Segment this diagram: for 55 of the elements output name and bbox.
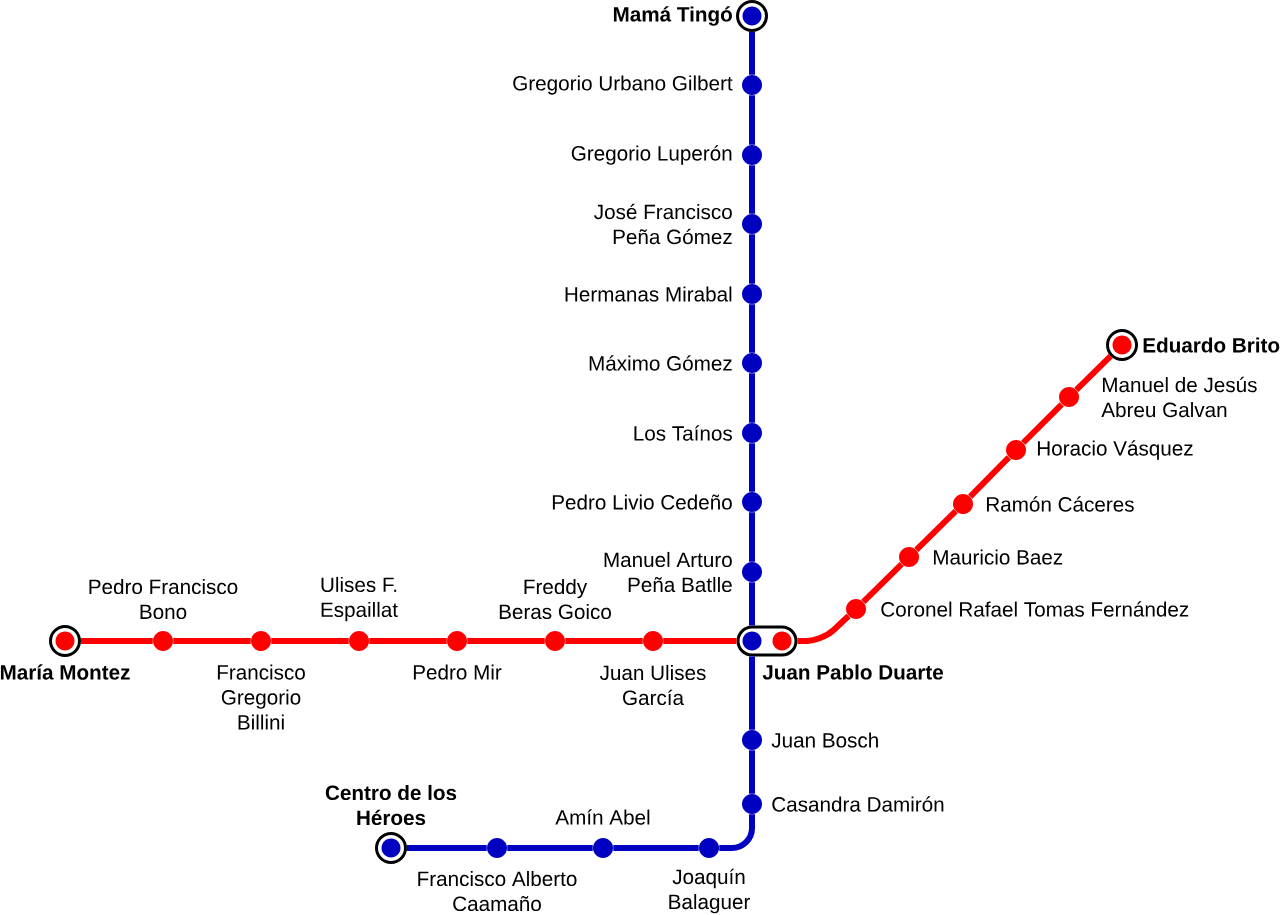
track-line: [749, 582, 755, 626]
station-name: Mauricio Baez: [933, 549, 1063, 565]
track-line: [1021, 402, 1064, 445]
track-line: [719, 814, 755, 851]
track-line: [565, 638, 643, 644]
track-line: [369, 638, 447, 644]
station-name: Pedro Francisco Bono: [89, 578, 238, 620]
station-name: Eduardo Brito: [1143, 337, 1280, 353]
track-line: [613, 845, 699, 851]
station-name: Amín Abel: [555, 809, 650, 825]
station-name: Juan Ulises García: [599, 664, 706, 706]
station-name: Gregorio Luperón: [571, 145, 732, 165]
track-line: [749, 234, 755, 284]
station-name: Centro de los Héroes: [325, 784, 457, 826]
station-name: Ramón Cáceres: [986, 496, 1134, 512]
station-name: Gregorio Urbano Gilbert: [513, 75, 733, 95]
station-name: Mamá Tingó: [613, 6, 732, 26]
station-name: José Francisco Peña Gómez: [594, 203, 732, 245]
track-line: [968, 455, 1011, 499]
track-line: [749, 750, 755, 794]
track-line: [663, 638, 737, 644]
station-name: Pedro Livio Cedeño: [552, 494, 732, 510]
track-line: [467, 638, 545, 644]
track-line: [407, 845, 487, 851]
station-name: Juan Bosch: [771, 732, 878, 748]
track-line: [507, 845, 593, 851]
track-line: [749, 373, 755, 423]
track-line: [81, 638, 153, 644]
station-name: Ulises F. Espaillat: [321, 576, 398, 622]
station-name: Joaquín Balaguer: [669, 868, 750, 914]
station-name: Los Taínos: [634, 425, 732, 441]
track-line: [914, 509, 958, 552]
station-name: Coronel Rafael Tomas Fernández: [881, 601, 1189, 617]
track-line: [749, 512, 755, 562]
station-name: Francisco Alberto Caamaño: [418, 870, 577, 912]
track-line: [749, 165, 755, 214]
track-line: [749, 656, 755, 730]
station-name: María Montez: [0, 664, 130, 680]
track-line: [797, 613, 851, 644]
track-line: [749, 32, 755, 75]
track-line: [1074, 354, 1113, 392]
track-line: [749, 304, 755, 353]
station-name: Horacio Vásquez: [1037, 440, 1193, 460]
station-name: Juan Pablo Duarte: [762, 664, 943, 680]
track-line: [749, 443, 755, 492]
track-line: [271, 638, 349, 644]
station-name: Manuel de Jesús Abreu Galvan: [1101, 376, 1257, 418]
track-line: [749, 95, 755, 145]
track-line: [861, 562, 904, 604]
station-name: Casandra Damirón: [772, 796, 944, 812]
station-name: Máximo Gómez: [589, 355, 732, 371]
station-name: Francisco Gregorio Billini: [217, 664, 305, 730]
station-name: Hermanas Mirabal: [565, 286, 732, 302]
station-name: Pedro Mir: [413, 664, 502, 680]
track-line: [173, 638, 251, 644]
